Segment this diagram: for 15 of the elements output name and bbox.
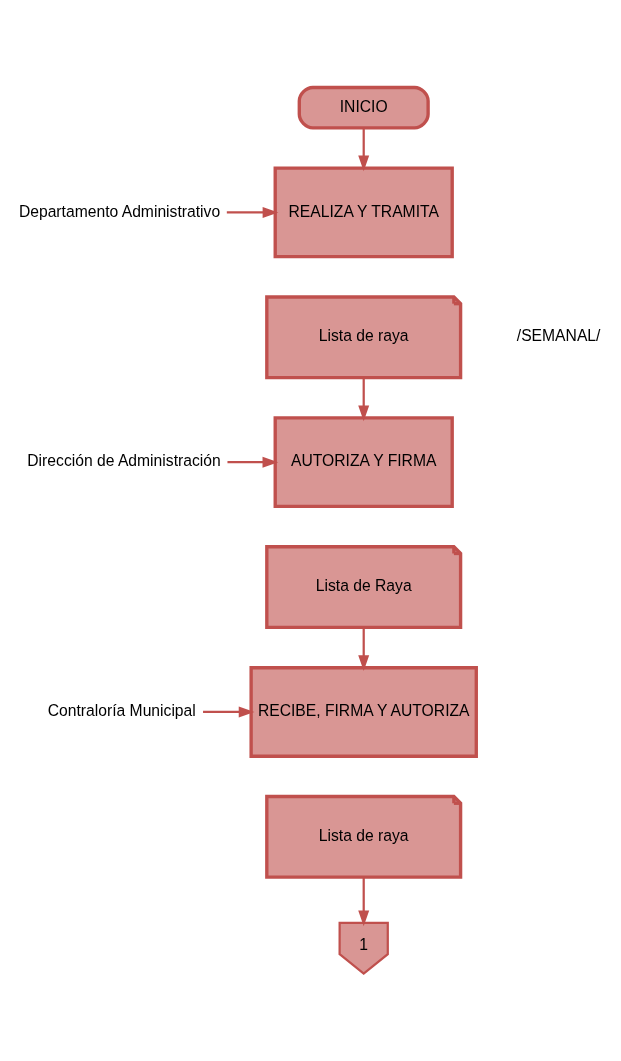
arrow	[358, 877, 370, 927]
arrow	[203, 706, 255, 718]
arrow	[226, 206, 279, 218]
node-box: REALIZA Y TRAMITA	[273, 166, 454, 259]
node-box: AUTORIZA Y FIRMA	[273, 416, 454, 509]
node-box: INICIO	[297, 85, 430, 130]
node-label: /SEMANAL/	[516, 327, 601, 345]
node-text: Contraloría Municipal	[47, 702, 196, 720]
arrow	[358, 377, 370, 422]
node-text: Dirección de Administración	[27, 452, 221, 470]
arrow	[227, 456, 279, 468]
node-box: RECIBE, FIRMA Y AUTORIZA	[249, 666, 478, 758]
arrow	[358, 128, 370, 172]
arrow	[358, 627, 370, 671]
node-text: Departamento Administrativo	[18, 202, 221, 220]
